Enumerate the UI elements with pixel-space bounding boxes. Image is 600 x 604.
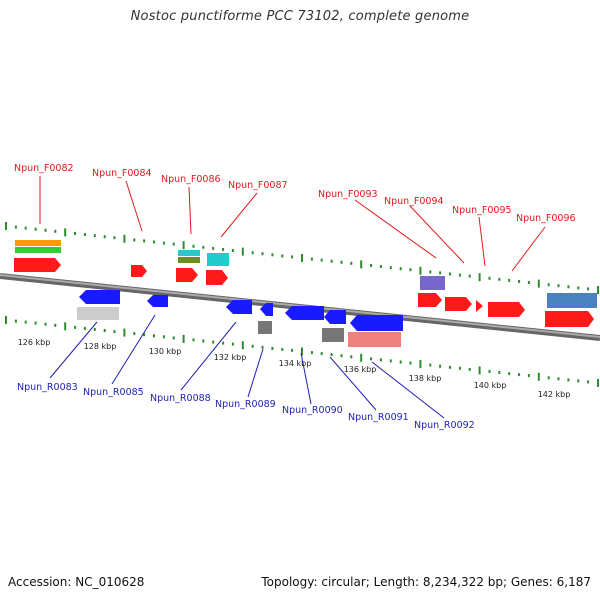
scale-label: 138 kbp (409, 374, 442, 383)
gene-label-npun-r0090[interactable]: Npun_R0090 (282, 405, 343, 416)
gene-feature-olive[interactable] (178, 257, 200, 263)
gene-feature-gray-a[interactable] (258, 321, 272, 334)
forward-features (14, 240, 597, 327)
gene-feature-gray-b[interactable] (322, 328, 344, 342)
accession-label: Accession: NC_010628 (8, 575, 145, 589)
topology-label: Topology: circular; Length: 8,234,322 bp… (261, 575, 591, 589)
gene-arrow-npun-f0095[interactable] (476, 300, 483, 312)
gene-arrow-npun-f0087[interactable] (206, 270, 228, 285)
gene-label-npun-f0087[interactable]: Npun_F0087 (228, 180, 288, 191)
gene-label-npun-r0092[interactable]: Npun_R0092 (414, 420, 475, 431)
gene-label-npun-r0083[interactable]: Npun_R0083 (17, 382, 78, 393)
scale-label: 126 kbp (18, 338, 51, 347)
gene-feature-orange[interactable] (15, 240, 61, 246)
gene-label-npun-r0091[interactable]: Npun_R0091 (348, 412, 409, 423)
gene-arrow-npun-f0084[interactable] (131, 265, 147, 277)
forward-gene-callouts: Npun_F0082 Npun_F0084 Npun_F0086 Npun_F0… (14, 163, 576, 272)
gene-arrow-npun-f0094[interactable] (445, 297, 472, 311)
gene-feature-green[interactable] (15, 247, 61, 253)
gene-label-npun-r0089[interactable]: Npun_R0089 (215, 399, 276, 410)
reverse-features (77, 290, 403, 347)
gene-arrow-npun-f0086[interactable] (176, 268, 198, 282)
reverse-gene-callouts: Npun_R0083 Npun_R0085 Npun_R0088 Npun_R0… (17, 314, 475, 431)
gene-arrow-npun-r0088[interactable] (226, 300, 252, 314)
gene-label-npun-f0093[interactable]: Npun_F0093 (318, 189, 378, 200)
gene-feature-cyan-b[interactable] (207, 253, 229, 266)
scale-labels: 126 kbp 128 kbp 130 kbp 132 kbp 134 kbp … (18, 338, 571, 399)
gene-arrow-npun-f0082[interactable] (14, 258, 61, 272)
scale-label: 140 kbp (474, 381, 507, 390)
gene-label-npun-f0082[interactable]: Npun_F0082 (14, 163, 74, 174)
gene-label-npun-f0086[interactable]: Npun_F0086 (161, 174, 221, 185)
lower-scale-ticks (5, 316, 599, 387)
scale-label: 134 kbp (279, 359, 312, 368)
gene-arrow-npun-r0091[interactable] (324, 310, 346, 324)
gene-label-npun-r0088[interactable]: Npun_R0088 (150, 393, 211, 404)
gene-arrow-npun-r0085[interactable] (147, 295, 168, 307)
scale-label: 136 kbp (344, 365, 377, 374)
gene-feature-steelblue[interactable] (547, 293, 597, 308)
gene-arrow-npun-f0093[interactable] (418, 293, 442, 307)
scale-label: 142 kbp (538, 390, 571, 399)
gene-feature-purple[interactable] (420, 276, 445, 290)
gene-feature-salmon[interactable] (348, 332, 401, 347)
gene-arrow-forward-last[interactable] (545, 311, 594, 327)
gene-arrow-npun-r0092[interactable] (350, 315, 403, 331)
gene-feature-cyan-a[interactable] (178, 250, 200, 256)
gene-arrow-npun-r0090[interactable] (285, 306, 324, 320)
map-title: Nostoc punctiforme PCC 73102, complete g… (130, 9, 470, 24)
gene-feature-lightgray[interactable] (77, 307, 119, 320)
gene-arrow-npun-r0083[interactable] (79, 290, 120, 304)
gene-label-npun-f0094[interactable]: Npun_F0094 (384, 196, 444, 207)
gene-label-npun-f0095[interactable]: Npun_F0095 (452, 205, 512, 216)
gene-label-npun-r0085[interactable]: Npun_R0085 (83, 387, 144, 398)
scale-label: 132 kbp (214, 353, 247, 362)
gene-arrow-npun-r0089[interactable] (260, 303, 273, 316)
scale-label: 128 kbp (84, 342, 117, 351)
gene-label-npun-f0096[interactable]: Npun_F0096 (516, 213, 576, 224)
gene-label-npun-f0084[interactable]: Npun_F0084 (92, 168, 152, 179)
scale-label: 130 kbp (149, 347, 182, 356)
upper-scale-ticks (5, 222, 599, 294)
gene-arrow-npun-f0096[interactable] (488, 302, 525, 317)
